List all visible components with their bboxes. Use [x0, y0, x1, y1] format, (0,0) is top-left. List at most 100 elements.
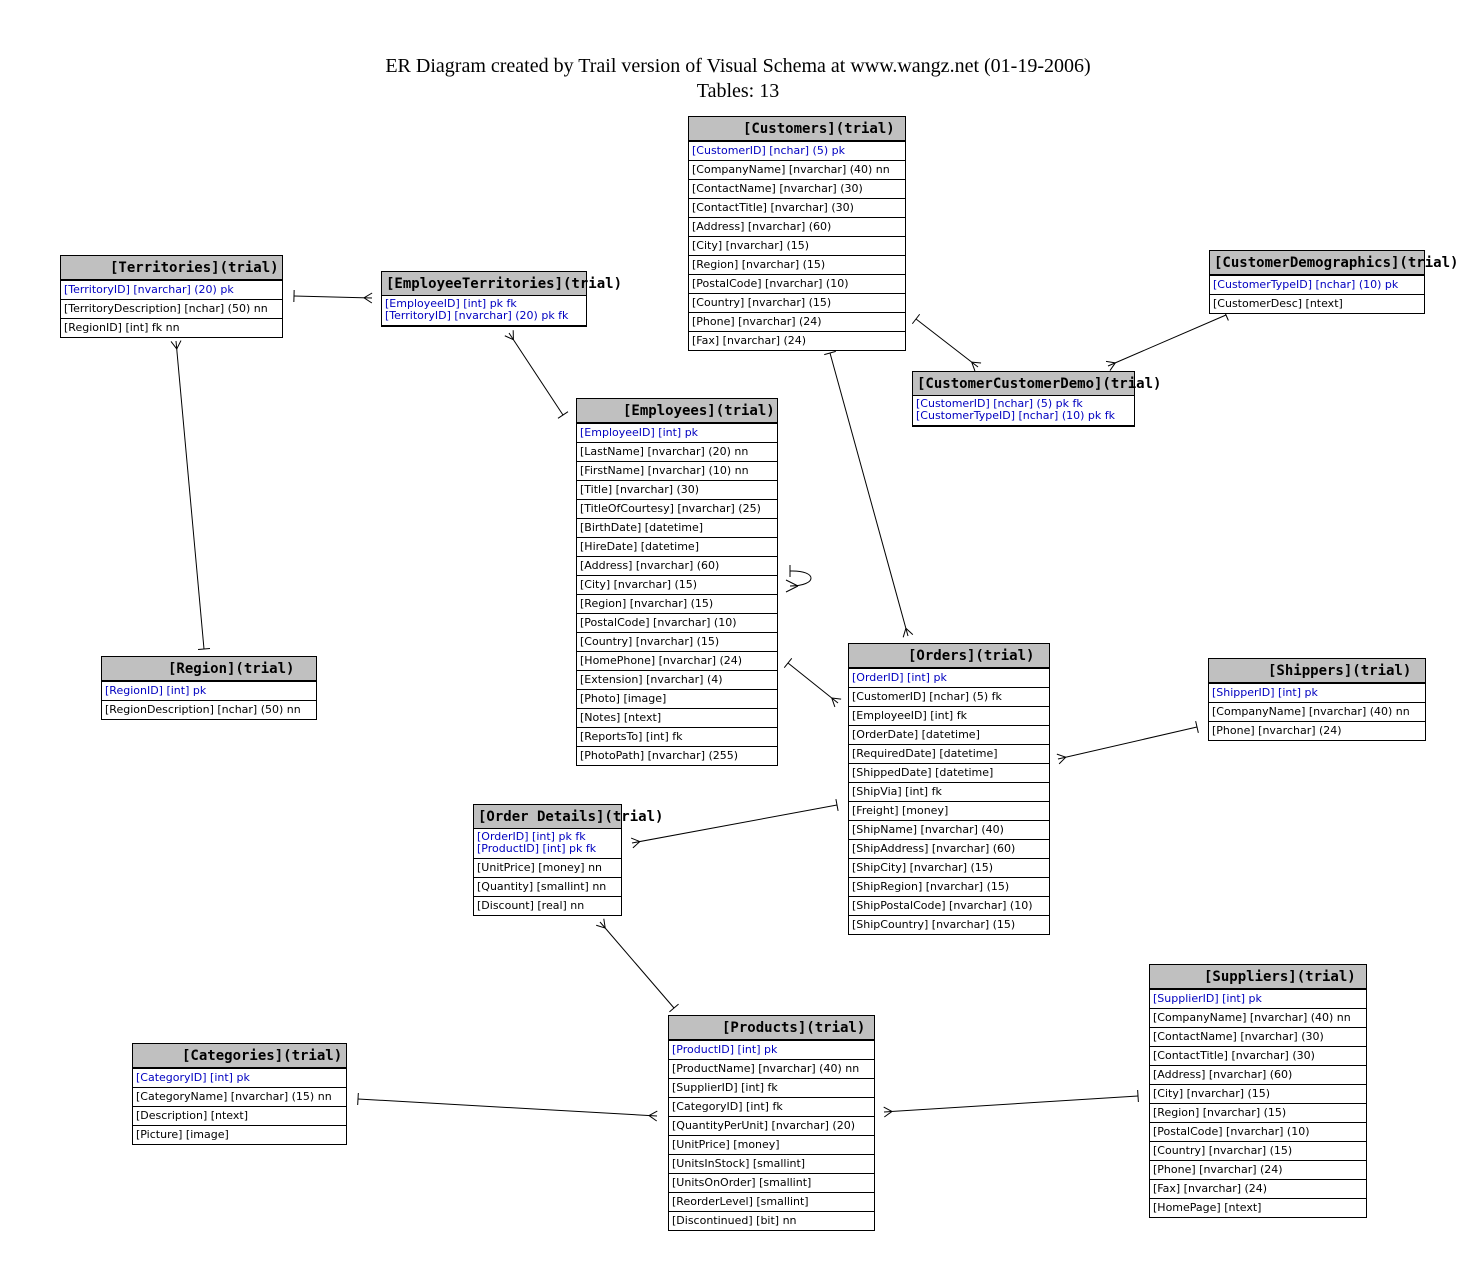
- relationship-shippers-orders: [1057, 726, 1198, 760]
- field-row: [UnitsOnOrder] [smallint]: [669, 1173, 874, 1192]
- field-row: [Description] [ntext]: [133, 1106, 346, 1125]
- key-field: [CustomerTypeID] [nchar] (10) pk fk: [916, 409, 1115, 422]
- field-row: [ContactTitle] [nvarchar] (30): [1150, 1046, 1366, 1065]
- relationship-employees-employeeterritories: [508, 332, 564, 416]
- field-row: [City] [nvarchar] (15): [689, 236, 905, 255]
- field-row: [CustomerID] [nchar] (5) fk: [849, 687, 1049, 706]
- field-row: [Title] [nvarchar] (30): [577, 480, 777, 499]
- field-row: [Address] [nvarchar] (60): [689, 217, 905, 236]
- field-row: [ProductName] [nvarchar] (40) nn: [669, 1059, 874, 1078]
- table-shippers[interactable]: [Shippers](trial)[ShipperID] [int] pk[Co…: [1208, 658, 1426, 741]
- table-header: [CustomerCustomerDemo](trial): [913, 372, 1161, 396]
- table-customers[interactable]: [Customers](trial)[CustomerID] [nchar] (…: [688, 116, 906, 351]
- field-row: [TitleOfCourtesy] [nvarchar] (25): [577, 499, 777, 518]
- field-row: [Region] [nvarchar] (15): [689, 255, 905, 274]
- field-row: [Picture] [image]: [133, 1125, 346, 1144]
- field-row: [Discount] [real] nn: [474, 896, 621, 915]
- key-field: [CustomerID] [nchar] (5) pk fk: [916, 397, 1083, 410]
- table-products[interactable]: [Products](trial)[ProductID] [int] pk[Pr…: [668, 1015, 875, 1231]
- key-field: [TerritoryID] [nvarchar] (20) pk fk: [385, 309, 569, 322]
- title-line-2: Tables: 13: [696, 80, 780, 102]
- field-row: [ContactTitle] [nvarchar] (30): [689, 198, 905, 217]
- field-row: [Address] [nvarchar] (60): [577, 556, 777, 575]
- field-row: [Quantity] [smallint] nn: [474, 877, 621, 896]
- key-field: [CustomerID] [nchar] (5) pk: [689, 141, 905, 160]
- relationship-suppliers-products: [883, 1095, 1139, 1113]
- relationship-employees-orders: [787, 662, 839, 704]
- field-row: [ReorderLevel] [smallint]: [669, 1192, 874, 1211]
- field-row: [UnitPrice] [money] nn: [477, 861, 603, 874]
- table-customer-demographics[interactable]: [CustomerDemographics](trial)[CustomerTy…: [1209, 250, 1458, 314]
- key-field: [CategoryID] [int] pk: [133, 1068, 346, 1087]
- relationship-products-orderdetails: [599, 921, 675, 1009]
- field-row: [HireDate] [datetime]: [577, 537, 777, 556]
- field-row: [CategoryID] [int] fk: [669, 1097, 874, 1116]
- table-header: [Categories](trial): [133, 1044, 346, 1068]
- key-field: [ProductID] [int] pk: [669, 1040, 874, 1059]
- table-header: [Region](trial): [102, 657, 316, 681]
- field-row: [OrderDate] [datetime]: [849, 725, 1049, 744]
- field-row: [City] [nvarchar] (15): [577, 575, 777, 594]
- table-customer-customer-demo[interactable]: [CustomerCustomerDemo](trial)[CustomerID…: [912, 371, 1161, 427]
- field-row: [Notes] [ntext]: [577, 708, 777, 727]
- field-row: [Country] [nvarchar] (15): [689, 293, 905, 312]
- field-row: [Address] [nvarchar] (60): [1150, 1065, 1366, 1084]
- table-order-details[interactable]: [Order Details](trial)[OrderID] [int] pk…: [473, 804, 663, 916]
- table-header: [EmployeeTerritories](trial): [382, 272, 622, 296]
- field-row: [CategoryName] [nvarchar] (15) nn: [133, 1087, 346, 1106]
- key-field: [RegionID] [int] pk: [102, 681, 316, 700]
- field-row: [LastName] [nvarchar] (20) nn: [577, 442, 777, 461]
- field-row: [Photo] [image]: [577, 689, 777, 708]
- table-header: [Suppliers](trial): [1150, 965, 1366, 989]
- field-row: [Extension] [nvarchar] (4): [577, 670, 777, 689]
- field-row: [CompanyName] [nvarchar] (40) nn: [1150, 1008, 1366, 1027]
- table-employees[interactable]: [Employees](trial)[EmployeeID] [int] pk[…: [576, 398, 778, 766]
- relationship-employees-self: [789, 570, 812, 587]
- field-row: [PostalCode] [nvarchar] (10): [1150, 1122, 1366, 1141]
- field-row: [Country] [nvarchar] (15): [577, 632, 777, 651]
- field-row: [TerritoryDescription] [nchar] (50) nn: [61, 299, 282, 318]
- field-row: [PostalCode] [nvarchar] (10): [577, 613, 777, 632]
- field-row: [Country] [nvarchar] (15): [1150, 1141, 1366, 1160]
- field-row: [ShipRegion] [nvarchar] (15): [849, 877, 1049, 896]
- field-row: [ShipVia] [int] fk: [849, 782, 1049, 801]
- key-field: [OrderID] [int] pk: [849, 668, 1049, 687]
- table-region[interactable]: [Region](trial)[RegionID] [int] pk[Regio…: [101, 656, 317, 720]
- key-field: [OrderID] [int] pk fk: [477, 830, 586, 843]
- field-row: [ContactName] [nvarchar] (30): [1150, 1027, 1366, 1046]
- table-employee-territories[interactable]: [EmployeeTerritories](trial)[EmployeeID]…: [381, 271, 622, 327]
- key-field: [CustomerTypeID] [nchar] (10) pk: [1210, 275, 1424, 294]
- field-row: [RequiredDate] [datetime]: [849, 744, 1049, 763]
- field-row: [CompanyName] [nvarchar] (40) nn: [689, 160, 905, 179]
- field-row: [ShippedDate] [datetime]: [849, 763, 1049, 782]
- table-header: [Orders](trial): [849, 644, 1049, 668]
- field-row: [HomePhone] [nvarchar] (24): [577, 651, 777, 670]
- field-row: [UnitsInStock] [smallint]: [669, 1154, 874, 1173]
- relationship-categories-products: [357, 1098, 658, 1117]
- field-row: [ShipCity] [nvarchar] (15): [849, 858, 1049, 877]
- relationship-territories-employeeterritories: [293, 295, 373, 299]
- field-row: [ContactName] [nvarchar] (30): [689, 179, 905, 198]
- field-row: [HomePage] [ntext]: [1150, 1198, 1366, 1217]
- table-header: [Customers](trial): [689, 117, 905, 141]
- key-field-group: [EmployeeID] [int] pk fk[TerritoryID] [n…: [382, 296, 586, 326]
- table-header: [Order Details](trial): [474, 805, 663, 829]
- table-header: [CustomerDemographics](trial): [1210, 251, 1458, 275]
- table-suppliers[interactable]: [Suppliers](trial)[SupplierID] [int] pk[…: [1149, 964, 1367, 1218]
- table-header: [Products](trial): [669, 1016, 874, 1040]
- key-field: [TerritoryID] [nvarchar] (20) pk: [61, 280, 282, 299]
- table-categories[interactable]: [Categories](trial)[CategoryID] [int] pk…: [132, 1043, 347, 1145]
- table-territories[interactable]: [Territories](trial)[TerritoryID] [nvarc…: [60, 255, 283, 338]
- field-row: [RegionID] [int] fk nn: [61, 318, 282, 337]
- relationship-customerdemographics-customercustomerdemo: [1107, 314, 1227, 367]
- table-orders[interactable]: [Orders](trial)[OrderID] [int] pk[Custom…: [848, 643, 1050, 935]
- field-row: [Discontinued] [bit] nn: [669, 1211, 874, 1230]
- relationship-customers-customercustomerdemo: [915, 318, 979, 368]
- field-row: [CustomerDesc] [ntext]: [1210, 294, 1424, 313]
- field-row: [Freight] [money]: [849, 801, 1049, 820]
- field-row: [ReportsTo] [int] fk: [577, 727, 777, 746]
- table-header: [Shippers](trial): [1209, 659, 1425, 683]
- field-row: [Phone] [nvarchar] (24): [1150, 1160, 1366, 1179]
- field-row: [EmployeeID] [int] fk: [849, 706, 1049, 725]
- field-row: [Fax] [nvarchar] (24): [1150, 1179, 1366, 1198]
